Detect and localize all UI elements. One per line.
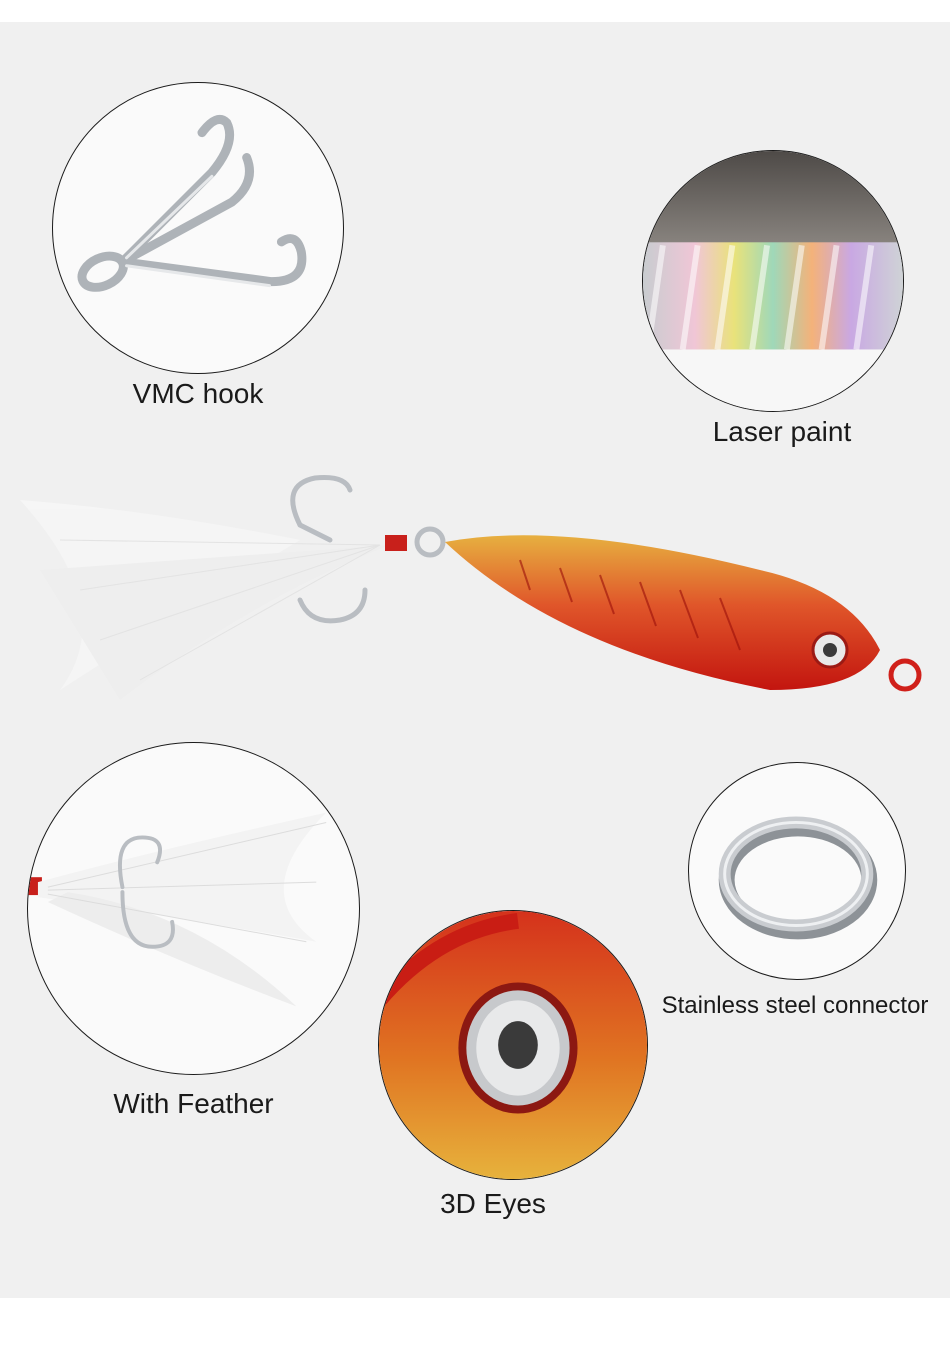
lure-body bbox=[445, 535, 880, 690]
connector-circle bbox=[688, 762, 906, 980]
3d-eye-image bbox=[379, 911, 647, 1179]
split-ring-icon bbox=[718, 816, 878, 940]
with-feather-label: With Feather bbox=[113, 1088, 274, 1119]
connector-label: Stainless steel connector bbox=[661, 992, 929, 1019]
treble-hook-icon bbox=[77, 115, 307, 292]
laser-paint-circle bbox=[642, 150, 904, 412]
split-ring bbox=[414, 526, 446, 558]
3d-eyes-label: 3D Eyes bbox=[440, 1188, 546, 1219]
vmc-hook-label: VMC hook bbox=[132, 378, 264, 409]
assist-hook bbox=[290, 475, 368, 624]
feather-circle bbox=[27, 742, 360, 1075]
laser-paint-swatch bbox=[643, 151, 903, 411]
eyes-circle bbox=[378, 910, 648, 1180]
red-wrap bbox=[385, 535, 407, 551]
feather-tail bbox=[20, 500, 390, 700]
feather-hook-icon bbox=[28, 812, 327, 1007]
vmc-hook-circle bbox=[52, 82, 344, 374]
line-tie-ring bbox=[888, 658, 922, 692]
jig-lure-image bbox=[20, 475, 922, 700]
laser-paint-label: Laser paint bbox=[712, 416, 852, 447]
